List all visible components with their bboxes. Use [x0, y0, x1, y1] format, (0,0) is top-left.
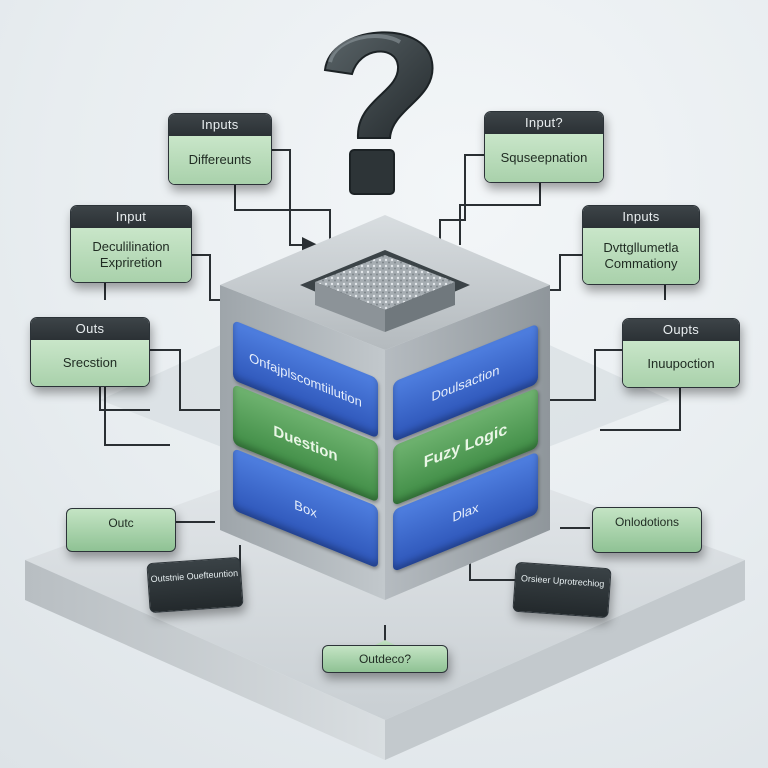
textured-block — [315, 255, 455, 310]
node-low-left: Outs Srecstion — [30, 317, 150, 387]
node-header: Inputs — [583, 206, 699, 228]
node-body: Dvttgllumetla Commationy — [583, 228, 699, 284]
node-top-right: Input? Squseepnation — [484, 111, 604, 183]
node-header: Oupts — [623, 319, 739, 341]
output-pill-front-right: Orsieer Uprotrechiog — [512, 561, 612, 619]
node-body: Differeunts — [169, 136, 271, 184]
node-header: Outs — [31, 318, 149, 340]
node-body-line: Expriretion — [99, 255, 163, 270]
node-header: Inputs — [169, 114, 271, 136]
output-pill-front-left: Outstnie Ouefteuntion — [146, 556, 244, 614]
node-low-right: Oupts Inuupoction — [622, 318, 740, 388]
question-mark-icon — [323, 31, 434, 195]
node-body-line: Dvttgllumetla — [603, 240, 679, 255]
pill-label: Outstnie Ouefteuntion — [150, 567, 239, 585]
base-platform-left-side — [25, 560, 385, 760]
node-body: Inuupoction — [623, 341, 739, 387]
output-pill-right: Onlodotions — [592, 507, 702, 553]
pill-label: Onlodotions — [614, 515, 680, 529]
pill-label: Orsieer Uprotrechiog — [520, 573, 605, 589]
pill-label: Outc — [108, 516, 134, 530]
node-body: Deculilination Expriretion — [71, 228, 191, 282]
node-header: Input — [71, 206, 191, 228]
output-pill-left: Outc — [66, 508, 176, 552]
base-platform-right-side — [385, 560, 745, 760]
node-header: Input? — [485, 112, 603, 134]
node-mid-right: Inputs Dvttgllumetla Commationy — [582, 205, 700, 285]
node-body: Srecstion — [31, 340, 149, 386]
node-top-left: Inputs Differeunts — [168, 113, 272, 185]
node-body: Squseepnation — [485, 134, 603, 182]
output-pill-front-center: Outdeco? — [322, 645, 448, 673]
node-body-line: Deculilination — [92, 239, 170, 254]
node-mid-left: Input Deculilination Expriretion — [70, 205, 192, 283]
node-body-line: Commationy — [604, 256, 678, 271]
connector-wires — [99, 149, 681, 648]
pill-label: Outdeco? — [358, 652, 412, 666]
